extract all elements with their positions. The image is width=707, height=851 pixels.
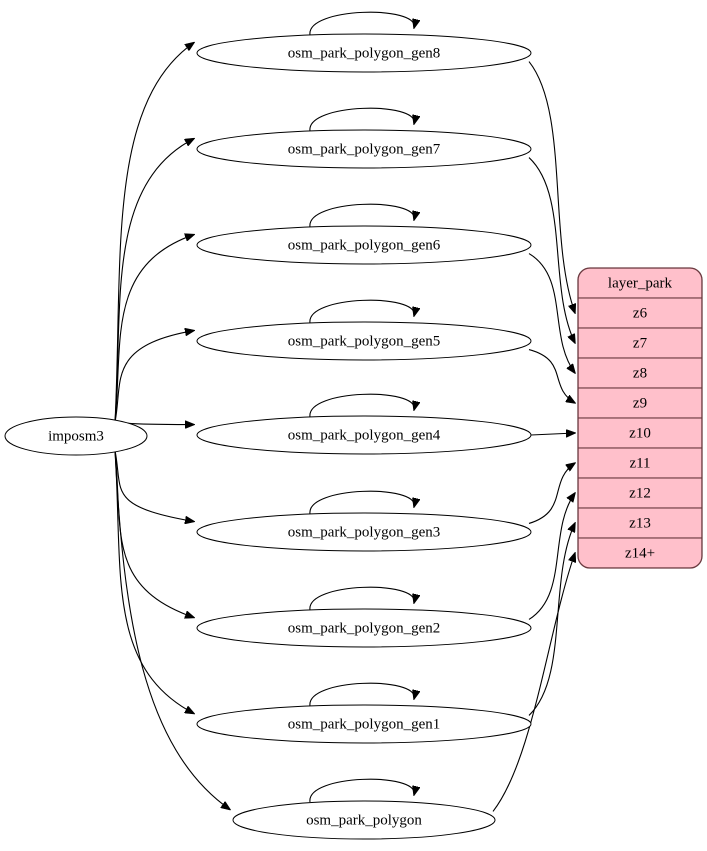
- table-row-label: z10: [629, 425, 651, 441]
- edge-gen1-to-z13: [528, 523, 575, 716]
- edge-gen8-to-z6: [528, 61, 575, 313]
- table-row-z11: [578, 447, 702, 479]
- self-loops-layer: [309, 11, 414, 803]
- node-label: osm_park_polygon_gen2: [288, 620, 440, 636]
- nodes-layer: imposm3 osm_park_polygon_gen8 osm_park_pol…: [4, 33, 532, 840]
- node-shape: [196, 129, 532, 169]
- self-loop-edge-gen5: [309, 299, 414, 324]
- node-label: imposm3: [48, 428, 104, 444]
- table-row-label: z8: [633, 365, 647, 381]
- node-gen8[interactable]: osm_park_polygon_gen8: [196, 33, 532, 73]
- edge-gen7-to-z7: [528, 157, 575, 343]
- self-loop-edge-gen4: [309, 393, 414, 418]
- node-gen2[interactable]: osm_park_polygon_gen2: [196, 608, 532, 648]
- self-loop-edge-gen1: [309, 682, 414, 707]
- node-gen4[interactable]: osm_park_polygon_gen4: [196, 415, 532, 455]
- node-label: osm_park_polygon_gen7: [288, 141, 441, 157]
- node-gen7[interactable]: osm_park_polygon_gen7: [196, 129, 532, 169]
- table-row-label: z7: [633, 335, 648, 351]
- self-loop-edge-gen3: [309, 490, 414, 515]
- node-shape: [196, 225, 532, 265]
- edge-imposm3-to-gen2: [114, 450, 194, 618]
- table-row-z14plus: [578, 537, 702, 568]
- table-row-label: z9: [633, 395, 647, 411]
- node-imposm3[interactable]: imposm3: [4, 416, 148, 456]
- table-row-label: z12: [629, 485, 651, 501]
- edge-imposm3-to-gen6: [114, 235, 194, 422]
- layer-park-table: layer_park z6 z7 z8 z9 z10 z11 z12 z13 z14+: [577, 267, 703, 569]
- table-row-label: z13: [629, 515, 651, 531]
- node-label: osm_park_polygon: [306, 812, 422, 828]
- table-row-label: z14+: [625, 545, 655, 561]
- node-label: osm_park_polygon_gen3: [288, 524, 440, 540]
- node-label: osm_park_polygon_gen6: [288, 237, 441, 253]
- self-loop-edge-gen7: [309, 107, 414, 132]
- table-outline: [577, 267, 703, 569]
- edge-gen6-to-z8: [528, 253, 575, 373]
- node-shape: [196, 512, 532, 552]
- self-loop-edge-gen8: [309, 11, 414, 36]
- table-row-z9: [578, 387, 702, 419]
- edge-imposm3-to-gen5: [114, 331, 194, 422]
- node-gen1[interactable]: osm_park_polygon_gen1: [196, 704, 532, 744]
- node-label: osm_park_polygon_gen8: [288, 45, 440, 61]
- edge-imposm3-to-base: [114, 450, 230, 810]
- node-shape: [232, 800, 496, 840]
- node-shape: [196, 704, 532, 744]
- node-gen3[interactable]: osm_park_polygon_gen3: [196, 512, 532, 552]
- edge-gen5-to-z9: [528, 349, 575, 403]
- node-shape: [196, 608, 532, 648]
- edge-imposm3-to-gen8: [114, 43, 194, 422]
- node-label: osm_park_polygon_gen5: [288, 333, 440, 349]
- edge-gen4-to-z10: [530, 433, 575, 435]
- node-label: osm_park_polygon_gen4: [288, 427, 441, 443]
- edge-imposm3-to-gen1: [114, 450, 194, 714]
- table-row-label: z11: [629, 455, 650, 471]
- edge-gen2-to-z12: [528, 493, 575, 620]
- table-row-z13: [578, 507, 702, 539]
- edge-gen3-to-z11: [528, 463, 575, 524]
- table-row-z10: [578, 417, 702, 449]
- node-shape: [196, 415, 532, 455]
- node-gen5[interactable]: osm_park_polygon_gen5: [196, 321, 532, 361]
- node-shape: [196, 33, 532, 73]
- self-loop-edge-gen2: [309, 586, 414, 611]
- node-shape: [196, 321, 532, 361]
- edge-base-to-z14plus: [492, 553, 575, 812]
- table-row-z12: [578, 477, 702, 509]
- self-loop-edge-base: [309, 778, 414, 803]
- node-gen6[interactable]: osm_park_polygon_gen6: [196, 225, 532, 265]
- edge-imposm3-to-gen7: [114, 139, 194, 422]
- edge-imposm3-to-gen3: [114, 450, 194, 522]
- table-row-label: z6: [633, 305, 648, 321]
- table-header-label: layer_park: [608, 275, 673, 291]
- self-loop-edge-gen6: [309, 203, 414, 228]
- node-label: osm_park_polygon_gen1: [288, 716, 440, 732]
- node-shape: [4, 416, 148, 456]
- table-row-z7: [578, 327, 702, 359]
- node-base[interactable]: osm_park_polygon: [232, 800, 496, 840]
- edges-layer: [114, 43, 575, 812]
